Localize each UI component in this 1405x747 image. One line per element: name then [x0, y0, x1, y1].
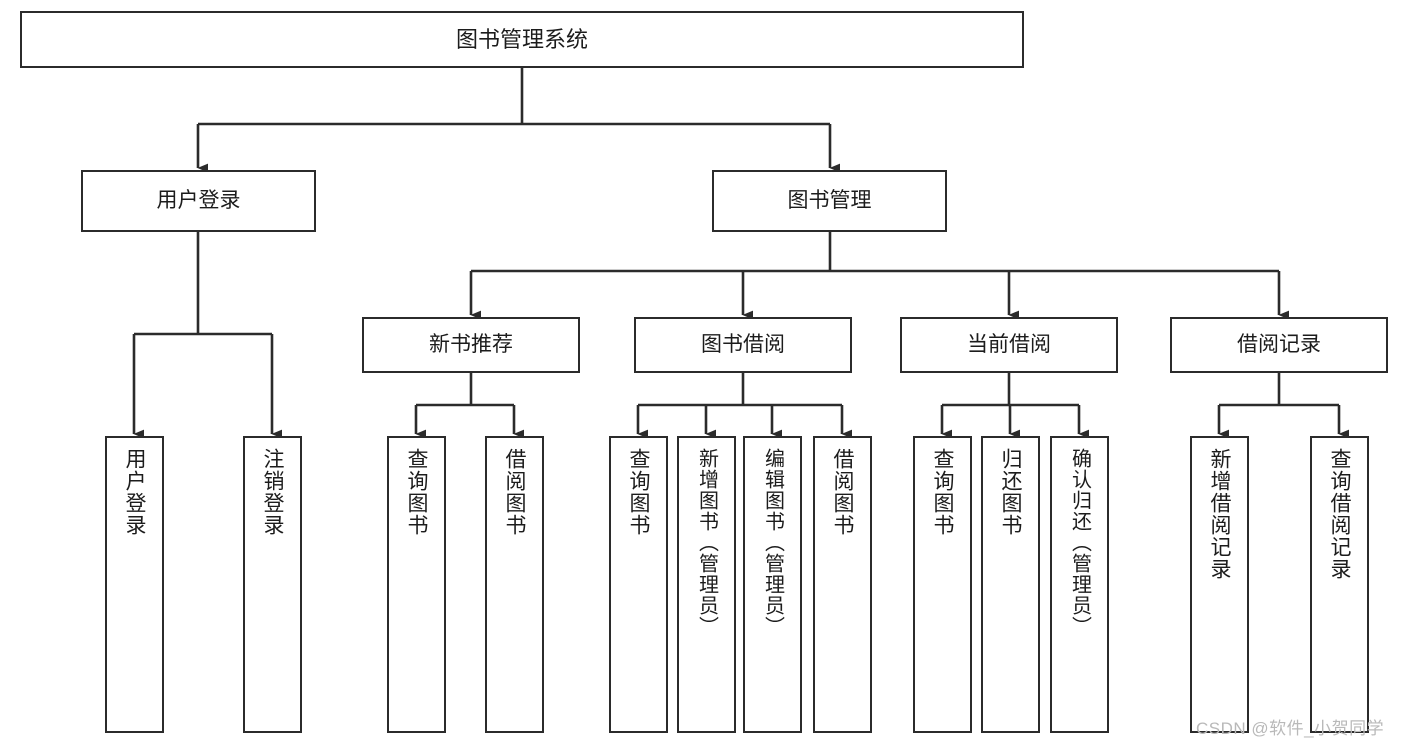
leaf-return-book[interactable]: 归还图书 — [981, 436, 1040, 733]
node-borrow-records-label: 借阅记录 — [1237, 332, 1321, 356]
leaf-query-borrow-record[interactable]: 查询借阅记录 — [1310, 436, 1369, 733]
node-current-borrow[interactable]: 当前借阅 — [900, 317, 1118, 373]
leaf-query-books-new[interactable]: 查询图书 — [387, 436, 446, 733]
leaf-query-books-current-label: 查询图书 — [931, 448, 954, 536]
leaf-confirm-return-admin[interactable]: 确认归还（管理员） — [1050, 436, 1109, 733]
leaf-query-books-borrow-label: 查询图书 — [627, 448, 650, 536]
leaf-add-book-admin[interactable]: 新增图书（管理员） — [677, 436, 736, 733]
node-root[interactable]: 图书管理系统 — [20, 11, 1024, 68]
leaf-lend-book[interactable]: 借阅图书 — [813, 436, 872, 733]
leaf-borrow-books-new-label: 借阅图书 — [503, 448, 526, 536]
node-book-management[interactable]: 图书管理 — [712, 170, 947, 232]
node-new-book-recommend-label: 新书推荐 — [429, 332, 513, 356]
node-user-login-label: 用户登录 — [156, 188, 241, 212]
leaf-query-books-borrow[interactable]: 查询图书 — [609, 436, 668, 733]
leaf-return-book-label: 归还图书 — [999, 448, 1022, 536]
leaf-confirm-return-admin-label: 确认归还（管理员） — [1068, 448, 1091, 637]
leaf-logout-label: 注销登录 — [261, 448, 284, 536]
leaf-edit-book-admin[interactable]: 编辑图书（管理员） — [743, 436, 802, 733]
node-current-borrow-label: 当前借阅 — [967, 332, 1051, 356]
leaf-edit-book-admin-label: 编辑图书（管理员） — [761, 448, 784, 637]
leaf-user-login-label: 用户登录 — [123, 448, 146, 536]
leaf-lend-book-label: 借阅图书 — [831, 448, 854, 536]
leaf-logout[interactable]: 注销登录 — [243, 436, 302, 733]
leaf-query-books-current[interactable]: 查询图书 — [913, 436, 972, 733]
node-new-book-recommend[interactable]: 新书推荐 — [362, 317, 580, 373]
leaf-add-book-admin-label: 新增图书（管理员） — [695, 448, 718, 637]
node-book-management-label: 图书管理 — [787, 188, 872, 212]
leaf-user-login[interactable]: 用户登录 — [105, 436, 164, 733]
leaf-add-borrow-record-label: 新增借阅记录 — [1208, 448, 1231, 580]
node-book-borrow-label: 图书借阅 — [701, 332, 785, 356]
node-user-login[interactable]: 用户登录 — [81, 170, 316, 232]
node-borrow-records[interactable]: 借阅记录 — [1170, 317, 1388, 373]
leaf-borrow-books-new[interactable]: 借阅图书 — [485, 436, 544, 733]
leaf-query-books-new-label: 查询图书 — [405, 448, 428, 536]
node-root-label: 图书管理系统 — [455, 26, 588, 52]
node-book-borrow[interactable]: 图书借阅 — [634, 317, 852, 373]
leaf-query-borrow-record-label: 查询借阅记录 — [1328, 448, 1351, 580]
leaf-add-borrow-record[interactable]: 新增借阅记录 — [1190, 436, 1249, 733]
